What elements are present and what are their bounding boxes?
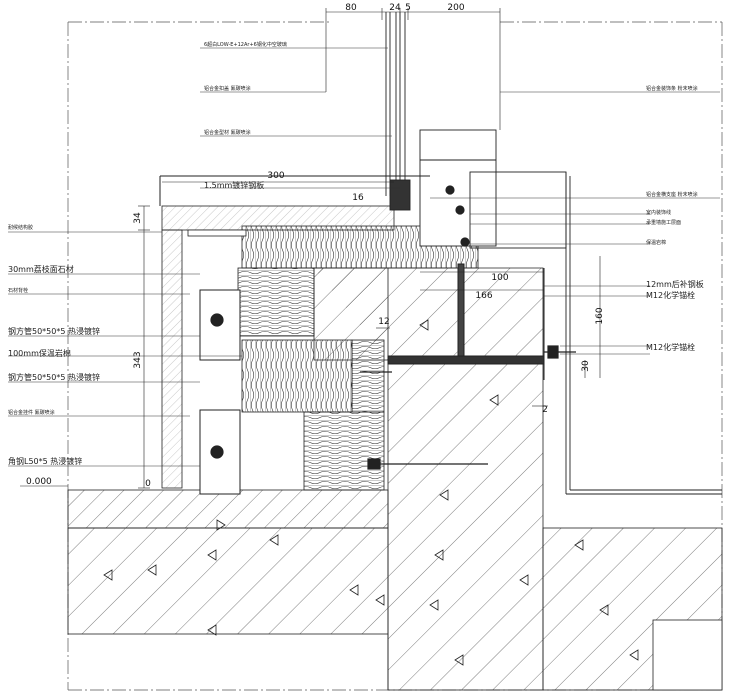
glass-unit — [385, 12, 722, 495]
dim-24: 24 — [389, 3, 401, 13]
dim-100: 100 — [491, 273, 508, 283]
note-al-buckle: 铝合金扣盖 氟碳喷涂 — [204, 85, 251, 92]
dim-5: 5 — [405, 3, 411, 13]
leader-lines — [8, 47, 720, 467]
dim-80: 80 — [345, 3, 357, 13]
dim-0: 0 — [145, 479, 151, 489]
note-stone30: 30mm荔枝面石材 — [8, 264, 74, 274]
dim-160: 160 — [595, 307, 605, 324]
dim-12: 12 — [378, 317, 389, 327]
dim-2: 2 — [542, 405, 548, 415]
note-tube-b: 钢方管50*50*5 热浸镀锌 — [8, 372, 100, 382]
note-fire-seal: 承重墙施工层面 — [646, 219, 681, 226]
note-glass: 6超白LOW-E+12Ar+6钢化中空玻璃 — [204, 41, 287, 48]
note-bolt-m12-a: M12化学锚栓 — [646, 290, 695, 300]
dim-34: 34 — [133, 212, 143, 224]
concrete-slab — [67, 267, 723, 691]
stone-panels — [161, 205, 395, 489]
note-al-decor: 铝合金装饰条 粉末喷涂 — [646, 85, 698, 92]
dim-166: 166 — [475, 291, 492, 301]
note-al-profile: 铝合金型材 氟碳喷涂 — [204, 129, 251, 136]
aggregate-marks — [103, 319, 639, 666]
dim-16: 16 — [352, 193, 364, 203]
note-tube-a: 钢方管50*50*5 热浸镀锌 — [8, 326, 100, 336]
dim-343: 343 — [133, 351, 143, 368]
note-al-hook: 铝合金挂件 氟碳喷涂 — [8, 409, 55, 416]
dimension-lines — [20, 8, 601, 489]
rock-wool — [237, 225, 479, 491]
anchor-bolts — [210, 185, 576, 470]
note-steel-plate: 12mm后补钢板 — [646, 279, 704, 289]
note-stone-hanger: 石材背栓 — [8, 287, 28, 294]
dimension-texts: 80 24 5 200 300 16 34 343 0 100 166 12 1… — [26, 3, 605, 489]
dim-30: 30 — [581, 360, 591, 372]
note-foam: 耐候结构胶 — [8, 224, 33, 231]
level-mark: 0.000 — [26, 477, 52, 487]
note-al-support: 铝合金横支座 粉末喷涂 — [646, 191, 698, 198]
annotation-texts: 6超白LOW-E+12Ar+6钢化中空玻璃 铝合金扣盖 氟碳喷涂 铝合金型材 氟… — [8, 41, 704, 466]
note-seal-board: 保温岩棉 — [646, 239, 666, 246]
note-indoor-side: 室内装饰线 — [646, 209, 671, 216]
note-bolt-m12-b: M12化学锚栓 — [646, 342, 695, 352]
note-sheet: 1.5mm镀锌钢板 — [204, 180, 264, 190]
note-rockwool100: 100mm保温岩棉 — [8, 348, 71, 358]
dim-200: 200 — [447, 3, 464, 13]
note-angle: 角钢L50*5 热浸镀锌 — [8, 456, 82, 466]
dim-300: 300 — [267, 171, 284, 181]
